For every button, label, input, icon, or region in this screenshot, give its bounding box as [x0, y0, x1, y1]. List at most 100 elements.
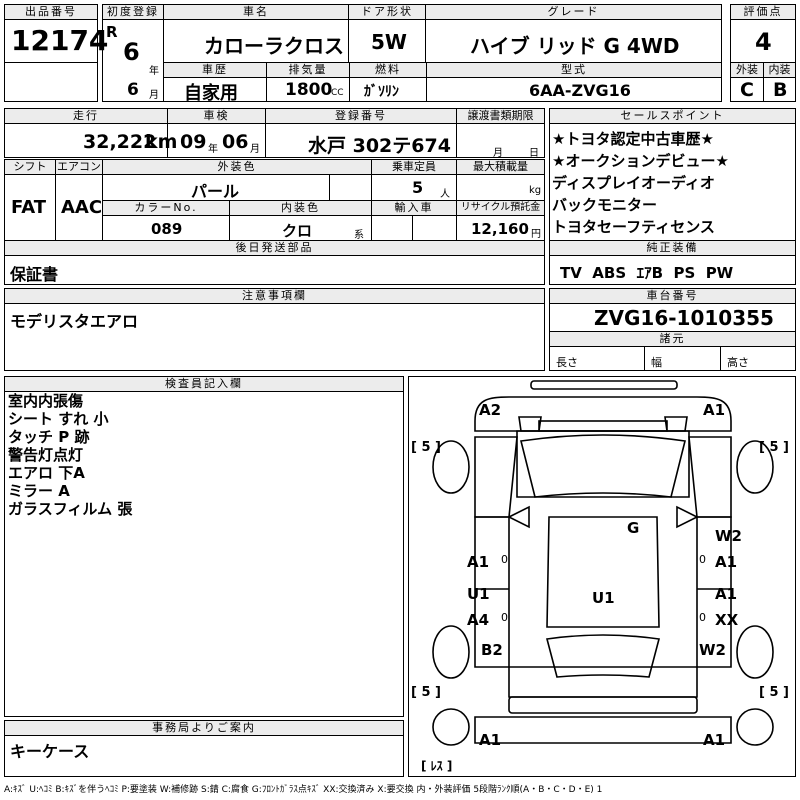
recycle-label: リサイクル預託金 [456, 200, 545, 216]
score: 4 [755, 28, 772, 56]
later-parts-label: 後日発送部品 [4, 240, 545, 256]
insp-year: 09 [180, 131, 207, 153]
spec-width: 幅 [651, 356, 662, 369]
transfer-label: 譲渡書類期限 [456, 108, 545, 124]
first-reg-cell: R 6 年 6 月 [102, 19, 164, 102]
recycle-cell: 12,160 円 [456, 215, 545, 241]
color-no: 089 [151, 220, 183, 238]
mark-center-u1: U1 [592, 589, 615, 607]
car-name: カローラクロス [204, 34, 344, 58]
office-info: キーケース [10, 742, 90, 761]
inspector-item: シート すれ 小 [8, 410, 109, 428]
grade: ハイブ リッド G 4WD [470, 34, 680, 58]
wheel-front-left [432, 440, 470, 494]
reg-month: 6 [127, 80, 139, 100]
displacement-label: 排気量 [266, 62, 350, 78]
score-cell: 4 [730, 19, 796, 63]
spare-wheel-left [432, 708, 470, 746]
int-color: クロ [282, 222, 313, 240]
ext-label: 外装 [730, 62, 764, 78]
spare-tire-mark: [ ﾚｽ ] [421, 759, 453, 773]
lot-number: 12174 [11, 24, 109, 57]
shift-label: シフト [4, 159, 56, 175]
displacement: 1800 [285, 80, 333, 100]
headlight-right [664, 416, 688, 432]
front-grille [538, 420, 668, 432]
era: R [106, 23, 118, 41]
fender-left [474, 436, 518, 518]
office-label: 事務局よりご案内 [4, 720, 404, 736]
spec-height: 高さ [727, 356, 749, 369]
mark-rear-a1-right: A1 [703, 731, 726, 749]
sales-points-cell: ★トヨタ認定中古車歴★ ★オークションデビュー★ ディスプレイオーディオ バック… [549, 123, 796, 241]
capacity-unit: 人 [440, 189, 450, 200]
notes: モデリスタエアロ [10, 312, 139, 331]
windshield [520, 434, 686, 498]
mark-front-a2: A2 [479, 401, 502, 419]
model-cell: 6AA-ZVG16 [426, 77, 722, 102]
capacity-cell: 5 人 [371, 174, 457, 201]
capacity: 5 [412, 178, 424, 197]
ac-cell: AAC [55, 174, 103, 241]
mark-zero-4: 0 [699, 611, 706, 624]
mileage-label: 走行 [4, 108, 168, 124]
ext-grade: C [740, 79, 754, 101]
mileage-unit: km [145, 131, 178, 153]
displacement-cell: 1800 CC [266, 77, 350, 102]
load-unit: kg [529, 185, 542, 196]
shift: FAT [11, 197, 47, 218]
insp-month: 06 [222, 131, 249, 153]
inspector-item: タッチ P 跡 [8, 428, 90, 446]
tire-rear-left: [ 5 ] [411, 685, 441, 700]
mark-left-u1: U1 [467, 585, 490, 603]
inspector-item: エアロ 下A [8, 464, 85, 482]
office-cell: キーケース [4, 735, 404, 777]
color-label: 外装色 [102, 159, 372, 175]
inspector-list: 室内内張傷 シート すれ 小 タッチ P 跡 警告灯点灯 エアロ 下A ミラー … [8, 392, 132, 518]
insp-year-unit: 年 [208, 144, 218, 155]
int-color-label: 内装色 [229, 200, 372, 216]
name-label: 車名 [163, 4, 349, 20]
sales-point: トヨタセーフティセンス [552, 218, 715, 236]
fuel-cell: ｶﾞｿﾘﾝ [349, 77, 427, 102]
equipment-cell: TV ABS ｴｱB PS PW [549, 255, 796, 285]
rear-window [545, 634, 661, 678]
wheel-front-right [736, 440, 774, 494]
plate: 水戸 302テ674 [308, 135, 451, 157]
inspector-item: 警告灯点灯 [8, 446, 84, 464]
sales-point: ★オークションデビュー★ [552, 152, 729, 170]
inspector-cell: 室内内張傷 シート すれ 小 タッチ P 跡 警告灯点灯 エアロ 下A ミラー … [4, 391, 404, 717]
int-label: 内装 [763, 62, 796, 78]
mark-zero-1: 0 [501, 553, 508, 566]
history-label: 車歴 [163, 62, 267, 78]
mark-zero-2: 0 [699, 553, 706, 566]
mark-right-w2-1: W2 [715, 527, 742, 545]
transfer-month-unit: 月 [493, 148, 503, 159]
tire-front-right: [ 5 ] [759, 440, 789, 455]
ext-cell: C [730, 77, 764, 102]
int-color-suffix: 系 [354, 230, 364, 241]
model-label: 型式 [426, 62, 722, 78]
inspector-item: ガラスフィルム 張 [8, 500, 133, 518]
mileage-cell: 32,222 km [4, 123, 177, 158]
spec-width-cell: 幅 [644, 346, 721, 371]
mark-left-a1: A1 [467, 553, 490, 571]
legend: A:ｷｽﾞ U:ﾍｺﾐ B:ｷｽﾞを伴うﾍｺﾐ P:要塗装 W:補修跡 S:錆 … [4, 785, 603, 795]
ac-label: エアコン [55, 159, 103, 175]
rear-lower-bumper [474, 716, 732, 744]
model: 6AA-ZVG16 [529, 81, 631, 100]
mirror-left [507, 505, 530, 529]
door-label: ドア形状 [348, 4, 426, 20]
lot-empty [4, 62, 98, 102]
car-outline [432, 380, 774, 746]
roof [546, 516, 660, 628]
load-cell: kg [456, 174, 545, 201]
chassis-number: ZVG16-1010355 [594, 306, 774, 330]
transfer-cell: 月 日 [456, 123, 545, 159]
car-diagram: A2 A1 [ 5 ] [ 5 ] G W2 A1 A1 0 0 U1 U1 A… [408, 376, 796, 777]
notes-cell: モデリスタエアロ [4, 303, 545, 371]
mark-right-a1-2: A1 [715, 585, 738, 603]
fuel: ｶﾞｿﾘﾝ [364, 84, 399, 100]
sales-points-list: ★トヨタ認定中古車歴★ ★オークションデビュー★ ディスプレイオーディオ バック… [552, 128, 729, 238]
wheel-rear-left [432, 625, 470, 679]
